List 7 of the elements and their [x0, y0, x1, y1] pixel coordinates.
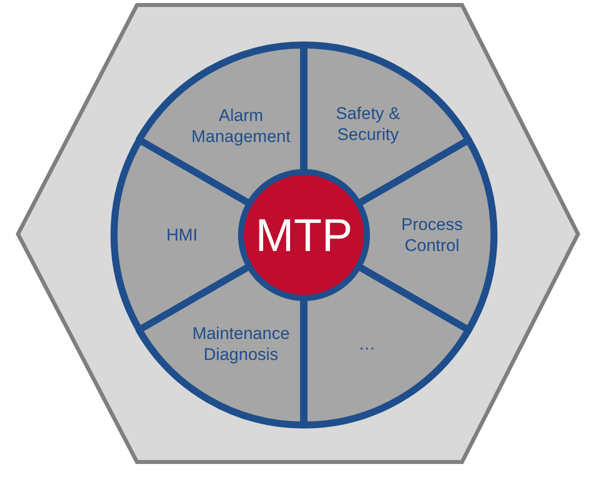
segment-label: HMI — [165, 224, 199, 246]
segment-label: Alarm Management — [190, 104, 292, 147]
segment-label: Maintenance Diagnosis — [191, 323, 291, 366]
center-label: MTP — [255, 210, 353, 260]
segment-label: Safety & Security — [334, 103, 402, 146]
segment-label: … — [358, 334, 376, 355]
segment-label: Process Control — [400, 214, 464, 256]
